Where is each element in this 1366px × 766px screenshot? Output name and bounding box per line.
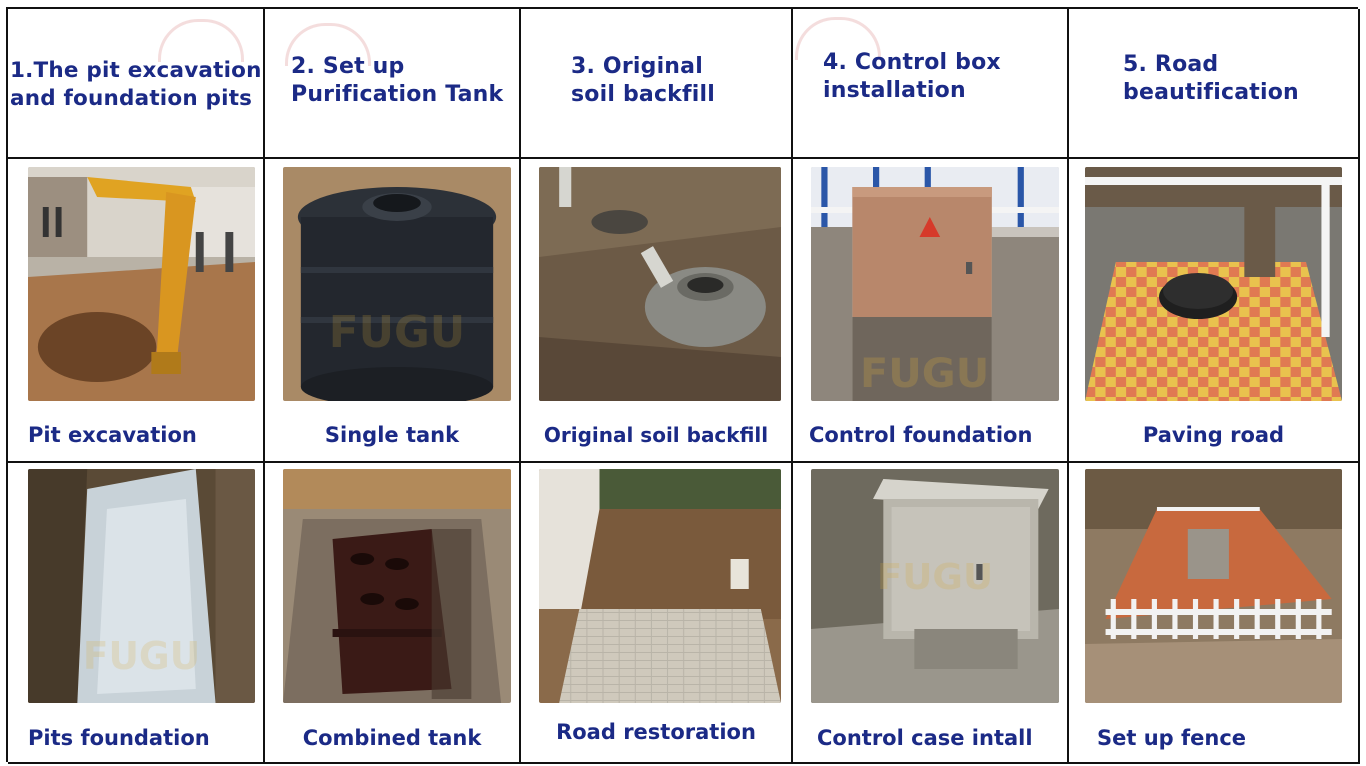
header-cell-1: 1.The pit excavation and foundation pits	[8, 9, 265, 159]
steps-grid: 1.The pit excavation and foundation pits…	[6, 7, 1360, 764]
step-cell-fence: Set up fence	[1069, 463, 1360, 764]
header-cell-3: 3. Original soil backfill	[521, 9, 793, 159]
step-cell-paving-road: Paving road	[1069, 159, 1360, 463]
step-cell-road-restoration: Road restoration	[521, 463, 793, 764]
svg-text:FUGU: FUGU	[329, 307, 465, 358]
step-cell-control-case-install: FUGU Control case intall	[793, 463, 1069, 764]
step-cell-single-tank: FUGU Single tank	[265, 159, 521, 463]
buried-tank-photo	[539, 167, 781, 401]
caption-combined-tank: Combined tank	[302, 726, 482, 750]
control-box-photo: FUGU	[811, 167, 1059, 401]
step-cell-pits-foundation: FUGU Pits foundation	[8, 463, 265, 764]
header-title-3: 3. Original soil backfill	[571, 54, 716, 107]
caption-pit-excavation: Pit excavation	[28, 423, 197, 447]
svg-text:FUGU: FUGU	[877, 556, 993, 598]
caption-soil-backfill: Original soil backfill	[543, 423, 769, 447]
svg-text:FUGU: FUGU	[860, 350, 989, 397]
watermark-swirl-icon	[158, 19, 244, 62]
fence-photo	[1085, 469, 1342, 703]
round-tank-photo: FUGU	[283, 167, 511, 401]
caption-road-restoration: Road restoration	[556, 720, 756, 744]
step-cell-control-foundation: FUGU Control foundation	[793, 159, 1069, 463]
header-title-1: 1.The pit excavation and foundation pits	[10, 58, 262, 111]
concrete-wall-photo: FUGU	[28, 469, 255, 703]
header-cell-2: 2. Set up Purification Tank	[265, 9, 521, 159]
header-cell-5: 5. Road beautification	[1069, 9, 1360, 159]
step-cell-soil-backfill: Original soil backfill	[521, 159, 793, 463]
caption-fence: Set up fence	[1097, 726, 1247, 750]
brick-road-photo	[539, 469, 781, 703]
paved-courtyard-photo	[1085, 167, 1342, 401]
header-title-5: 5. Road beautification	[1123, 52, 1299, 105]
combined-tank-photo	[283, 469, 511, 703]
caption-control-foundation: Control foundation	[809, 423, 1033, 447]
steel-case-photo: FUGU	[811, 469, 1059, 703]
caption-control-case-install: Control case intall	[817, 726, 1033, 750]
caption-pits-foundation: Pits foundation	[28, 726, 210, 750]
header-cell-4: 4. Control box installation	[793, 9, 1069, 159]
header-title-2: 2. Set up Purification Tank	[291, 54, 504, 107]
caption-single-tank: Single tank	[324, 423, 460, 447]
step-cell-pit-excavation: Pit excavation	[8, 159, 265, 463]
step-cell-combined-tank: Combined tank	[265, 463, 521, 764]
excavator-photo	[28, 167, 255, 401]
caption-paving-road: Paving road	[1142, 423, 1285, 447]
svg-text:FUGU: FUGU	[83, 634, 200, 678]
header-title-4: 4. Control box installation	[823, 50, 1001, 103]
